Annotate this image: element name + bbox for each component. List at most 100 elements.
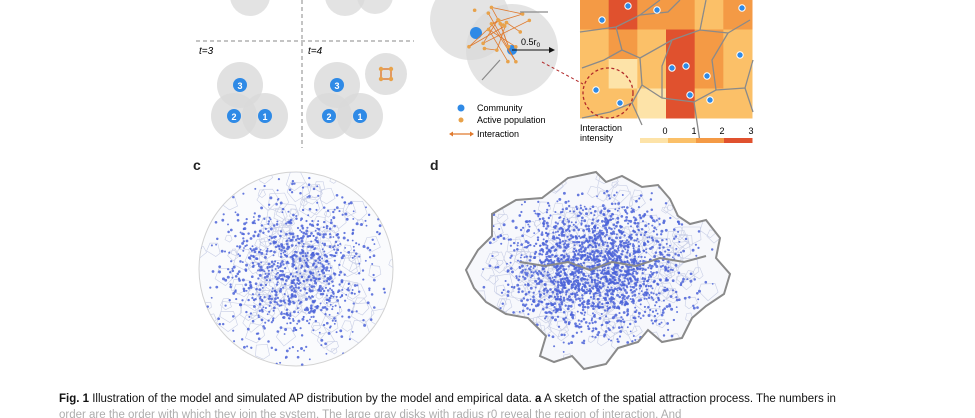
ap-point — [325, 279, 329, 283]
ap-point — [664, 228, 668, 232]
ap-point — [610, 238, 614, 242]
voronoi-cell — [498, 297, 513, 313]
ap-point — [631, 272, 635, 275]
ap-point — [583, 246, 587, 250]
community-marker-upper — [470, 27, 482, 39]
ap-point — [368, 287, 371, 290]
ap-point — [537, 200, 540, 204]
ap-point — [502, 289, 505, 291]
ap-point — [509, 261, 512, 264]
ap-point — [341, 293, 344, 297]
ap-point — [285, 349, 289, 353]
ap-point — [351, 256, 354, 259]
ap-point — [554, 221, 557, 224]
ap-point — [267, 319, 270, 322]
voronoi-cell — [289, 273, 307, 290]
ap-point — [260, 261, 263, 264]
ap-point — [293, 310, 296, 314]
ap-point — [285, 355, 288, 359]
ap-point — [260, 206, 264, 210]
voronoi-cell — [515, 236, 526, 247]
ap-point — [275, 223, 279, 226]
ap-point — [496, 265, 500, 269]
ap-point — [242, 237, 245, 240]
ap-point — [550, 261, 553, 264]
ap-point — [209, 286, 212, 289]
ap-point — [536, 238, 540, 242]
ap-point — [634, 217, 637, 220]
ap-point — [321, 287, 324, 290]
ap-point — [595, 255, 599, 258]
ap-point — [620, 301, 624, 304]
ap-point — [253, 230, 257, 234]
ap-point — [580, 250, 583, 254]
ap-point — [263, 255, 267, 259]
ap-point — [600, 219, 604, 223]
ap-point — [556, 315, 560, 318]
highlighted-region-dashed-circle — [582, 67, 634, 119]
ap-point — [294, 238, 298, 242]
ap-point — [558, 290, 561, 293]
ap-point — [355, 310, 358, 313]
ap-point — [627, 282, 630, 286]
ap-point — [314, 281, 318, 285]
ap-point — [257, 277, 260, 280]
ap-point — [262, 306, 265, 309]
voronoi-cell — [548, 371, 565, 387]
voronoi-cell — [259, 237, 271, 249]
ap-point — [674, 263, 678, 267]
ap-point — [603, 309, 607, 312]
ap-point — [306, 265, 310, 269]
voronoi-cell — [275, 327, 297, 347]
ap-point — [559, 270, 563, 274]
ap-point — [529, 298, 532, 301]
ap-point — [509, 238, 512, 241]
ap-point — [496, 235, 500, 239]
ap-point — [526, 307, 529, 310]
ap-point — [236, 272, 240, 276]
voronoi-cell — [260, 271, 274, 285]
ap-point — [655, 293, 658, 296]
ap-point — [567, 220, 571, 223]
ap-point — [638, 287, 641, 290]
ap-point — [526, 241, 530, 245]
ap-point — [304, 232, 308, 236]
ap-point — [281, 277, 284, 280]
ap-point — [590, 278, 594, 282]
ap-point — [580, 192, 584, 196]
ap-point — [704, 280, 708, 284]
intensity-cell — [637, 29, 667, 60]
intensity-tick-3: 3 — [748, 126, 753, 136]
ap-point — [332, 216, 336, 220]
ap-point — [242, 289, 246, 293]
ap-point — [670, 307, 674, 311]
ap-point — [267, 230, 270, 233]
ap-point — [634, 306, 637, 309]
ap-point — [660, 313, 664, 317]
ap-point — [676, 311, 679, 313]
ap-point — [621, 303, 623, 306]
ap-point — [574, 324, 578, 328]
voronoi-cell — [255, 343, 270, 360]
ap-point — [523, 246, 526, 249]
caption-fig-label: Fig. 1 — [59, 393, 90, 405]
ap-point — [333, 322, 336, 325]
ap-point — [587, 274, 590, 277]
voronoi-cell — [294, 259, 306, 270]
ap-point — [533, 244, 536, 248]
active-population-dot — [514, 59, 518, 64]
ap-point — [321, 248, 324, 251]
ap-point — [614, 224, 618, 228]
ap-point — [656, 282, 659, 286]
ap-point — [270, 264, 274, 268]
ap-point — [596, 226, 599, 229]
voronoi-cell — [295, 295, 313, 314]
ap-point — [229, 283, 232, 286]
ap-point — [276, 261, 279, 265]
ap-point — [648, 352, 651, 355]
ap-point — [515, 247, 519, 251]
ap-point — [230, 260, 233, 263]
voronoi-cell — [378, 314, 393, 331]
ap-point — [245, 239, 249, 243]
ap-point — [288, 232, 291, 235]
